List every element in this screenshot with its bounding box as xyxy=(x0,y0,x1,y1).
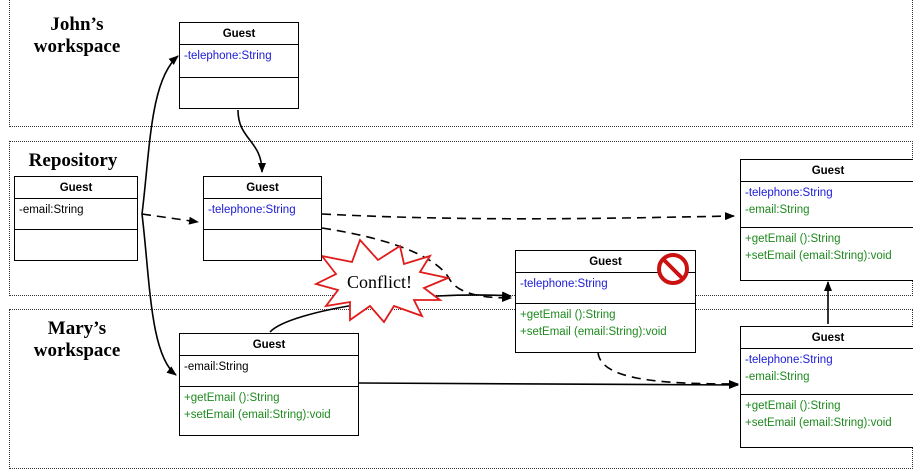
explosion-burst-icon xyxy=(313,238,452,324)
operation: +setEmail (email:String):void xyxy=(184,409,331,421)
dashed-arrow-to-repo-guest xyxy=(141,213,199,225)
class-name: Guest xyxy=(741,327,913,349)
john-guest-class: Guest -telephone:String xyxy=(179,22,299,109)
operations-section: +getEmail ():String +setEmail (email:Str… xyxy=(741,228,913,267)
attribute: -email:String xyxy=(19,204,84,216)
operation: +getEmail ():String xyxy=(520,309,616,321)
class-name: Guest xyxy=(741,160,913,182)
branch-arrow-to-mary xyxy=(141,213,177,376)
attributes-section: -email:String xyxy=(180,356,358,387)
operation: +getEmail ():String xyxy=(184,392,280,404)
class-name: Guest xyxy=(15,177,137,199)
attributes-section: -telephone:String -email:String xyxy=(741,182,913,228)
attribute: -telephone:String xyxy=(520,278,608,290)
arrow-mary-to-merged-mary xyxy=(358,380,739,389)
operations-section xyxy=(15,230,137,235)
class-name: Guest xyxy=(516,251,695,273)
operation: +setEmail (email:String):void xyxy=(520,326,667,338)
attribute: -telephone:String xyxy=(184,50,272,62)
no-entry-icon xyxy=(657,253,689,285)
operation: +setEmail (email:String):void xyxy=(745,417,892,429)
mary-guest-class: Guest -email:String +getEmail ():String … xyxy=(179,333,359,436)
operation: +getEmail ():String xyxy=(745,400,841,412)
attributes-section: -email:String xyxy=(15,199,137,230)
repository-label: Repository xyxy=(28,150,118,171)
attribute: -email:String xyxy=(745,204,810,216)
attributes-section: -telephone:String -email:String xyxy=(741,349,913,395)
class-name: Guest xyxy=(180,334,358,356)
attribute: -telephone:String xyxy=(208,204,296,216)
operation: +getEmail ():String xyxy=(745,233,841,245)
attributes-section: -telephone:String xyxy=(180,45,298,78)
commit-arrow-john xyxy=(237,109,266,173)
class-name: Guest xyxy=(180,23,298,45)
dashed-arrow-repo-to-conflict xyxy=(321,227,512,302)
branch-arrow-to-john xyxy=(141,55,179,215)
attribute: -email:String xyxy=(745,371,810,383)
johns-workspace-label: John’s workspace xyxy=(33,14,121,57)
operations-section xyxy=(204,230,321,235)
operations-section: +getEmail ():String +setEmail (email:Str… xyxy=(516,304,695,343)
conflict-label: Conflict! xyxy=(347,272,412,292)
attribute: -telephone:String xyxy=(745,354,833,366)
operations-section: +getEmail ():String +setEmail (email:Str… xyxy=(741,395,913,434)
attribute: -telephone:String xyxy=(745,187,833,199)
repo-guest-class: Guest -email:String xyxy=(14,176,138,261)
marys-workspace-label: Mary’s workspace xyxy=(33,318,121,361)
attributes-section: -telephone:String xyxy=(204,199,321,230)
operations-section: +getEmail ():String +setEmail (email:Str… xyxy=(180,387,358,426)
operations-section xyxy=(180,78,298,83)
attributes-section: -telephone:String xyxy=(516,273,695,304)
attribute: -email:String xyxy=(184,361,249,373)
merged-repo-guest-class: Guest -telephone:String -email:String +g… xyxy=(740,159,913,281)
operation: +setEmail (email:String):void xyxy=(745,250,892,262)
repo-guest2-class: Guest -telephone:String xyxy=(203,176,322,261)
merged-mary-guest-class: Guest -telephone:String -email:String +g… xyxy=(740,326,913,448)
class-name: Guest xyxy=(204,177,321,199)
dashed-arrow-to-merged xyxy=(321,212,735,221)
dashed-arrow-conflict-to-merged-mary xyxy=(597,351,739,388)
